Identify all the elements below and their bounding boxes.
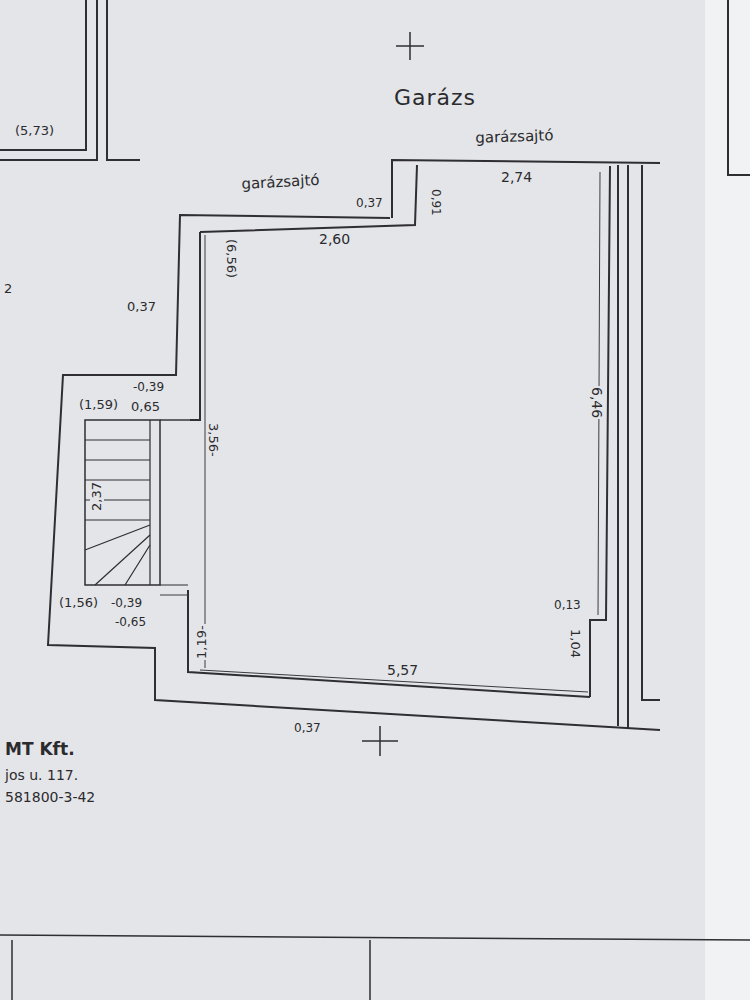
neighbour-wall: [0, 0, 97, 160]
dimension-line: [160, 420, 190, 595]
dimension-label: 2,60: [318, 232, 351, 247]
dimension-label: -0,65: [114, 616, 147, 629]
cross-mark: [362, 726, 398, 756]
dimension-label: 5,57: [386, 663, 419, 678]
dimension-label: 0,13: [553, 599, 582, 612]
dimension-label: (5,73): [14, 124, 55, 138]
company-number: 581800-3-42: [4, 790, 96, 805]
stair-opening: [160, 420, 190, 585]
cut-text: 2: [3, 282, 13, 296]
dimension-label: 6,46: [589, 386, 604, 419]
neighbour-wall: [0, 0, 86, 150]
frame-line: [0, 935, 750, 940]
dimension-label: 0,37: [126, 300, 157, 314]
right-wall: [617, 165, 619, 726]
dimension-label: -0,39: [110, 597, 143, 610]
walls: [0, 0, 750, 730]
company-address: jos u. 117.: [4, 768, 79, 783]
door-label: garázsajtó: [240, 172, 321, 193]
right-wall: [642, 165, 660, 700]
paper-edge: [705, 0, 750, 1000]
dimension-lines: [160, 172, 600, 692]
right-wall: [627, 165, 629, 728]
company-name: MT Kft.: [4, 740, 76, 759]
neighbour-wall: [728, 0, 750, 175]
dimension-label: 2,37: [90, 481, 104, 512]
cross-marks: [362, 32, 424, 756]
stair-winders: [85, 525, 150, 585]
stair: [85, 420, 160, 585]
outer-wall: [392, 160, 660, 218]
room-name: Garázs: [393, 86, 477, 110]
frame-line: [12, 940, 370, 1000]
neighbour-wall: [107, 0, 140, 160]
dimension-label: 0,91: [429, 188, 442, 217]
title-block-lines: [0, 935, 750, 1000]
inner-wall: [200, 165, 417, 232]
dimension-label: 0,65: [130, 400, 161, 414]
dimension-label: 0,37: [355, 197, 384, 210]
inner-wall: [190, 232, 200, 420]
inner-wall: [590, 166, 610, 697]
outer-wall: [48, 215, 660, 730]
inner-wall: [188, 590, 590, 697]
stair-steps: [85, 420, 150, 585]
dimension-label: (1,59): [78, 398, 119, 412]
door-label: garázsajtó: [474, 127, 555, 146]
dimension-label: 0,37: [293, 722, 322, 735]
dimension-label: 2,74: [500, 170, 533, 185]
cross-mark: [396, 32, 424, 60]
dimension-label: -0,39: [132, 381, 165, 394]
dimension-label: 1,19-: [195, 624, 209, 660]
dimension-label: 3,56-: [206, 422, 220, 458]
dimension-label: 1,04: [568, 628, 582, 659]
dimension-label: (1,56): [58, 596, 99, 610]
dimension-label: (6,56): [224, 238, 238, 279]
